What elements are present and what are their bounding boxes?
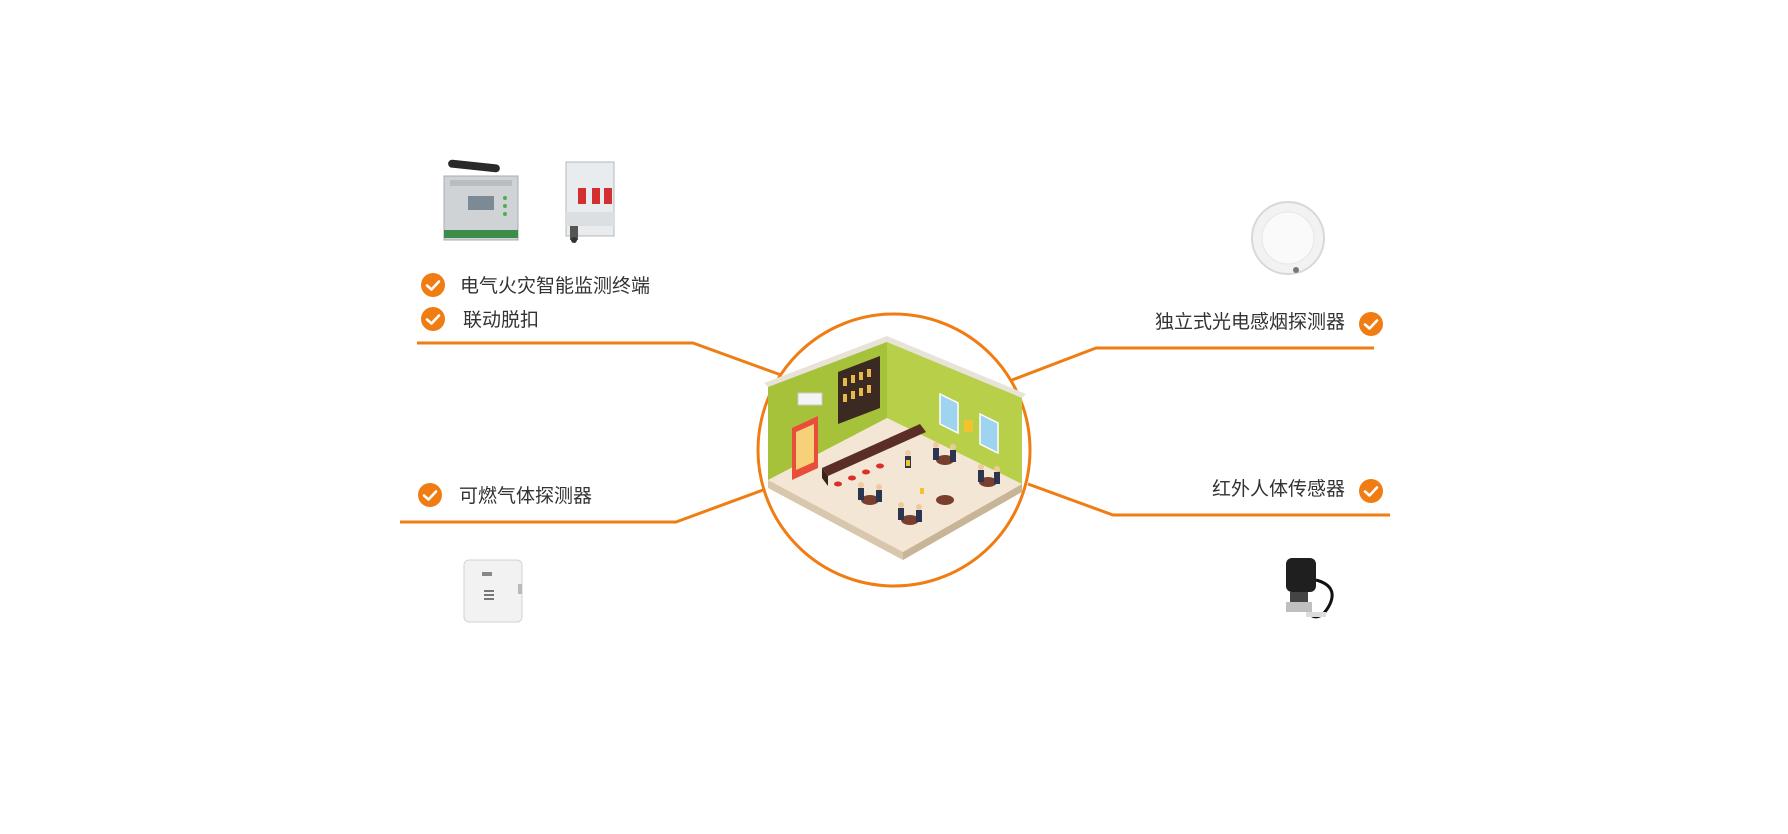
room-floor-edge-right	[903, 484, 1022, 560]
shelf-bottles	[843, 369, 871, 402]
label-infrared-sensor: 红外人体传感器	[1211, 478, 1345, 500]
label-linkage-trip: 联动脱扣	[463, 309, 540, 331]
valve-manipulator-device	[1286, 558, 1334, 619]
connector-line-infrared	[1027, 482, 1390, 517]
check-icon	[1359, 479, 1383, 503]
air-conditioner	[797, 392, 823, 406]
bar-stools	[834, 463, 884, 487]
bar-counter	[822, 424, 926, 476]
room-wall-cap	[764, 336, 1026, 398]
connector-lines	[400, 341, 1390, 524]
label-gas-detector: 可燃气体探测器	[459, 485, 593, 507]
diner-heads	[858, 442, 1000, 510]
window-left	[939, 392, 959, 435]
circuit-breaker-device	[565, 161, 615, 243]
check-icon	[421, 273, 445, 297]
connector-line-smoke	[1011, 346, 1374, 382]
gas-detector-device	[463, 559, 523, 623]
wall-sign	[964, 420, 973, 432]
check-icon	[421, 307, 445, 331]
isometric-restaurant-scene	[764, 336, 1026, 560]
smoke-detector-device	[1251, 201, 1325, 275]
waiter-aprons	[906, 460, 924, 494]
check-icon	[1359, 312, 1383, 336]
room-floor	[768, 418, 1022, 552]
check-icon	[418, 483, 442, 507]
connector-line-electrical	[417, 341, 782, 377]
room-floor-edge	[768, 480, 903, 560]
bar-counter-front	[822, 468, 828, 486]
drink-fridge-glass	[796, 424, 814, 470]
connector-line-gas	[400, 488, 764, 524]
label-electrical-terminal: 电气火灾智能监测终端	[460, 275, 651, 297]
wireless-monitoring-terminal-device	[443, 159, 519, 241]
window-right	[979, 412, 999, 455]
label-smoke-detector: 独立式光电感烟探测器	[1154, 311, 1345, 333]
